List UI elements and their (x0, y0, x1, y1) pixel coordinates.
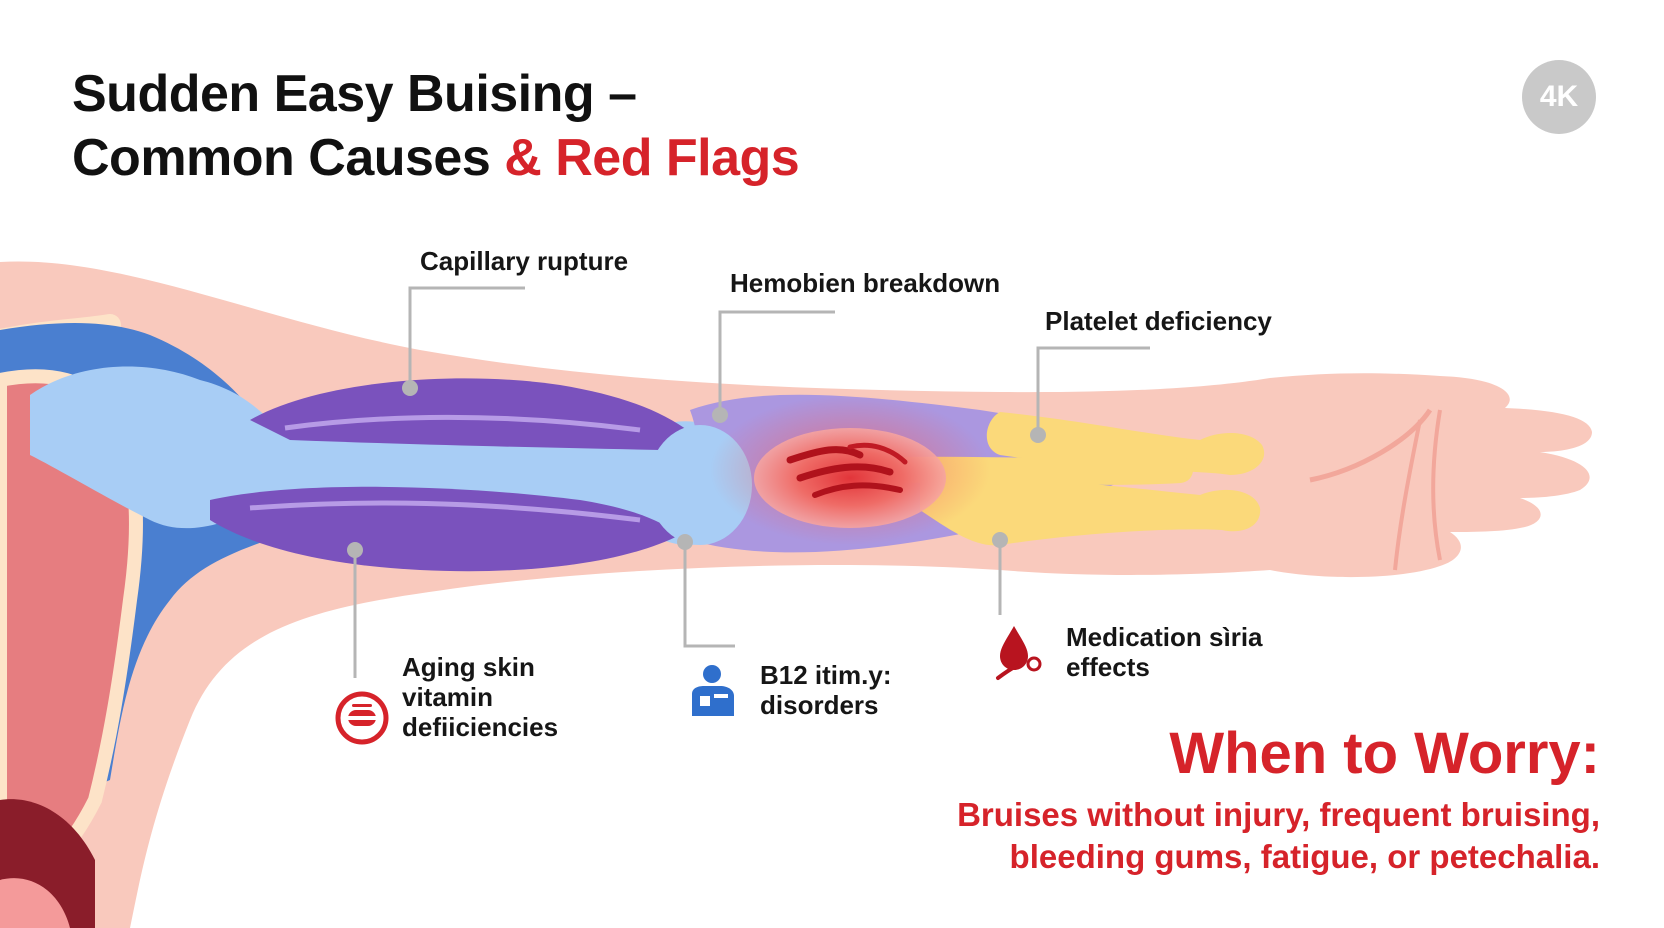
medication-line-2: effects (1066, 652, 1150, 682)
aging-line-1: Aging skin (402, 652, 535, 682)
aging-line-3: defiiciencies (402, 712, 559, 742)
medication-line-1: Medication sìria (1066, 622, 1263, 652)
aging-line-2: vitamin (402, 682, 494, 712)
biceps-highlight (284, 414, 641, 433)
palm-crease (1309, 408, 1433, 483)
resolution-badge: 4K (1522, 60, 1596, 134)
label-platelet-deficiency: Platelet deficiency (1045, 306, 1272, 336)
when-to-worry-text: Bruises without injury, frequent bruisin… (840, 794, 1600, 878)
title-line-2-black: Common Causes (72, 129, 505, 187)
label-capillary-rupture: Capillary rupture (420, 246, 629, 276)
bruise-streak (847, 442, 908, 465)
when-to-worry-heading: When to Worry: (1169, 721, 1600, 786)
leader-b12 (683, 542, 735, 648)
worry-line-2: bleeding gums, fatigue, or petechalia. (1009, 838, 1600, 875)
label-hemobien-breakdown: Hemobien breakdown (730, 268, 1001, 298)
vitamin-capsule-icon (335, 691, 389, 745)
bruise (754, 428, 946, 528)
leader-dot (347, 542, 363, 558)
triceps-muscle (210, 486, 680, 572)
title-line-2-red: & Red Flags (504, 129, 800, 187)
label-b12-disorders: B12 itim.y: disorders (760, 660, 892, 720)
joint-cap (0, 878, 70, 928)
person-medical-icon (692, 665, 734, 716)
leader-platelet (1036, 346, 1150, 435)
label-medication-effects: Medication sìria effects (1066, 622, 1263, 682)
leader-lines (353, 286, 1150, 678)
biceps-muscle (250, 378, 690, 450)
bruise-streak (796, 463, 894, 482)
bruise-streak (812, 482, 903, 498)
blood-drop-pill-icon (996, 626, 1042, 680)
page-title: Sudden Easy Buising – Common Causes & Re… (72, 62, 800, 190)
palm-line (1431, 409, 1442, 561)
leader-dot (992, 532, 1008, 548)
bruise-streak (786, 446, 864, 464)
lower-tendon (920, 470, 1261, 546)
triceps-highlight (249, 500, 641, 523)
worry-line-1: Bruises without injury, frequent bruisin… (957, 796, 1600, 833)
title-line-1: Sudden Easy Buising – (72, 65, 637, 123)
thumb-crease (1393, 419, 1422, 571)
leader-dot (712, 407, 728, 423)
leader-dots (347, 380, 1046, 558)
b12-line-2: disorders (760, 690, 879, 720)
b12-line-1: B12 itim.y: (760, 660, 892, 690)
leader-dot (1030, 427, 1046, 443)
label-aging-skin: Aging skin vitamin defiiciencies (402, 652, 558, 742)
leader-dot (677, 534, 693, 550)
leader-dot (402, 380, 418, 396)
leader-hemobien (718, 310, 835, 415)
leader-capillary (408, 286, 525, 388)
